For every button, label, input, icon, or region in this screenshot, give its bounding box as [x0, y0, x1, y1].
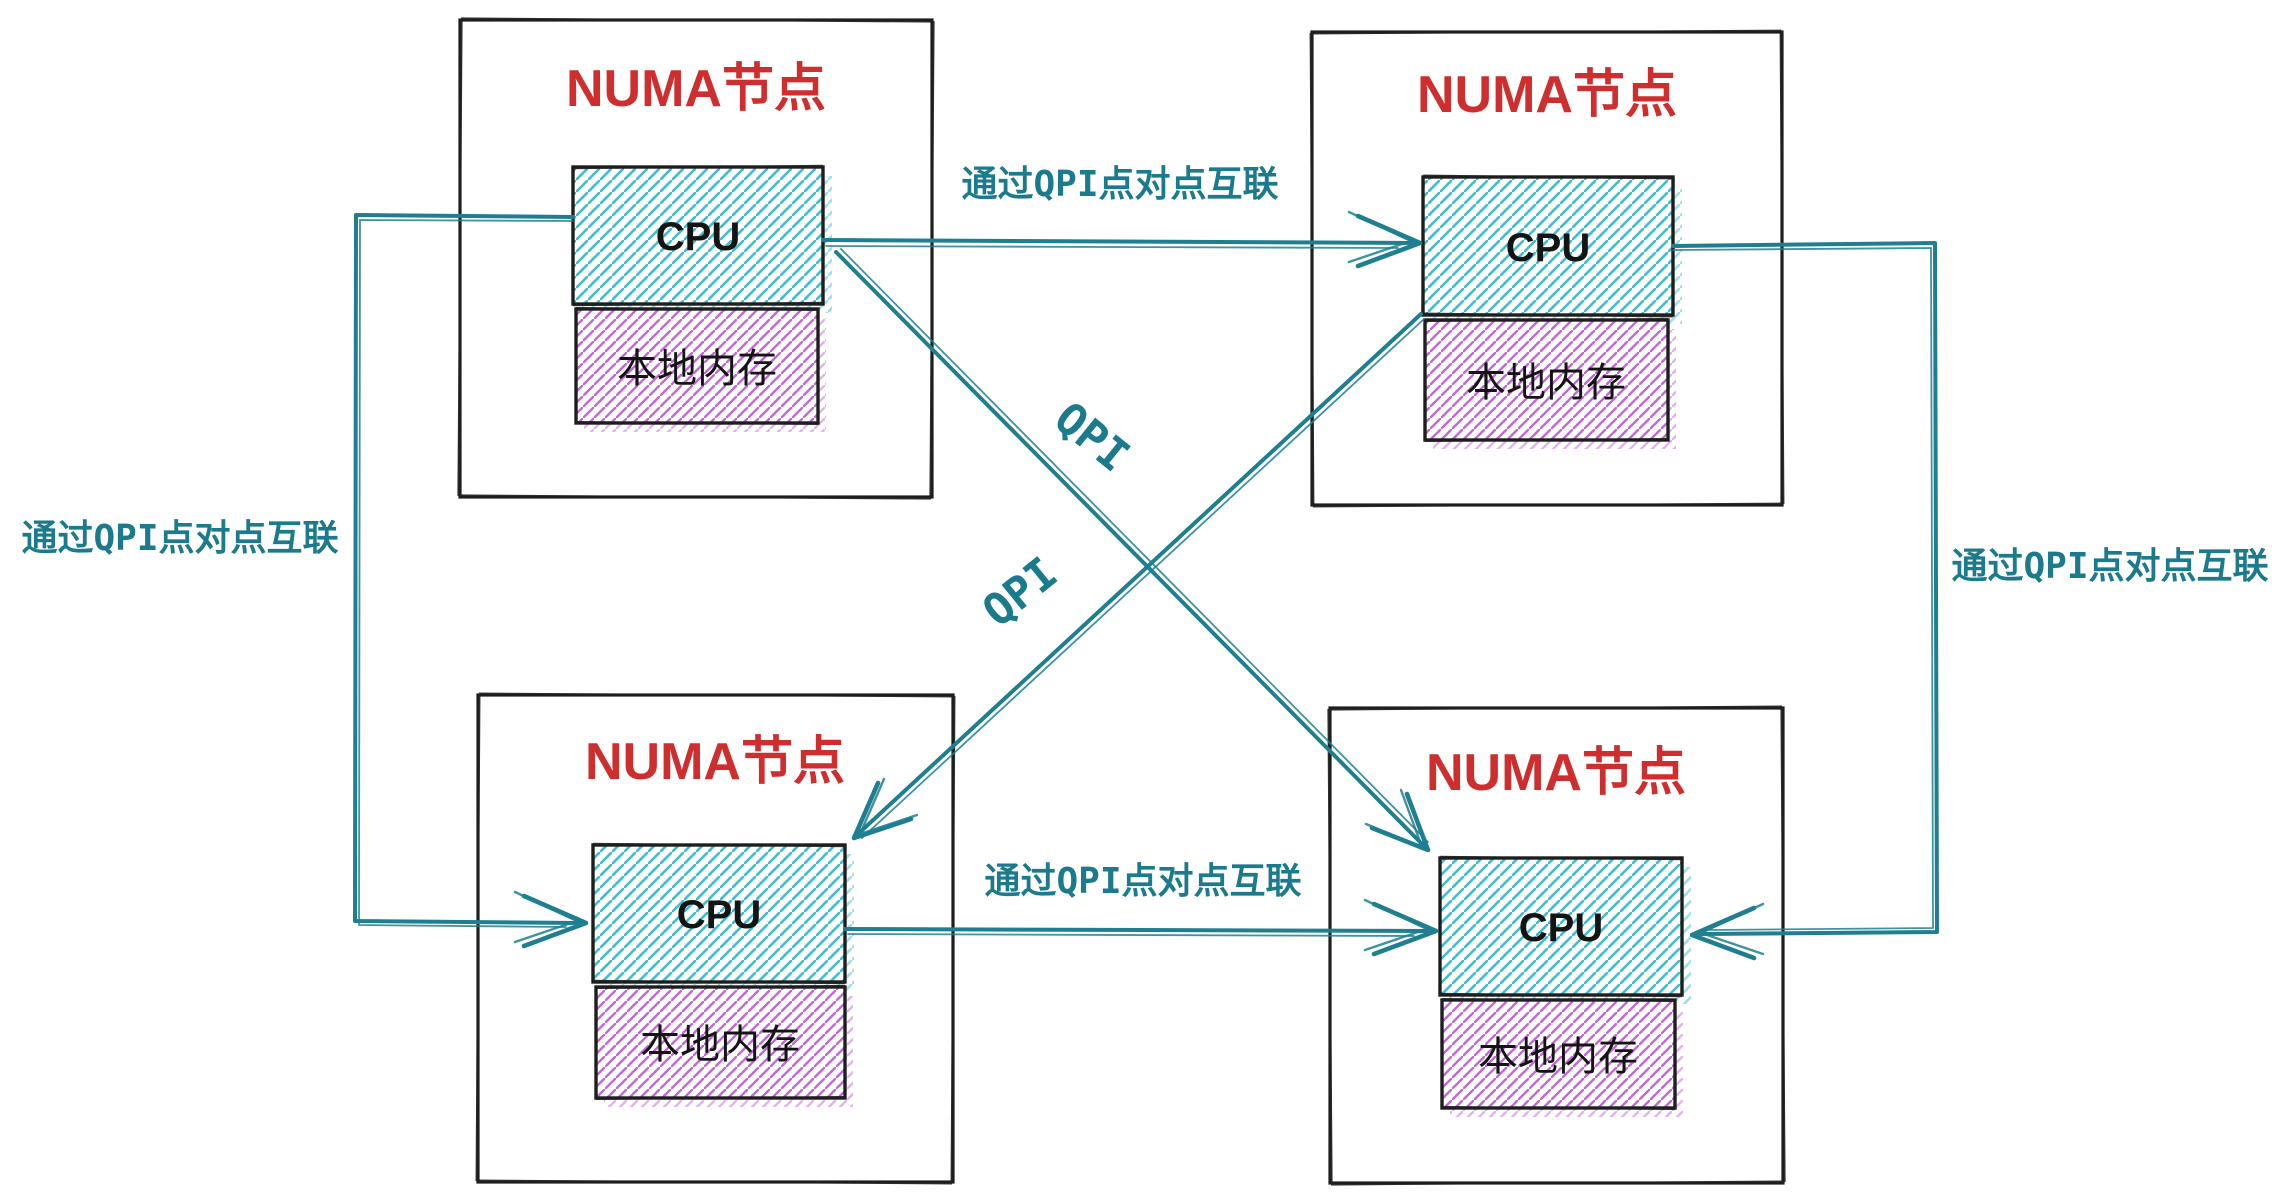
- link-line: [834, 250, 1426, 848]
- node-title: NUMA节点: [566, 60, 826, 118]
- numa-node-bottom-left: NUMA节点 CPU 本地内存: [475, 692, 956, 1185]
- arrowhead-sketch: [1363, 898, 1431, 952]
- node-box-sketch: [457, 17, 935, 500]
- qpi-link-left: 通过QPI点对点互联: [21, 213, 589, 949]
- qpi-link-bottom: 通过QPI点对点互联: [843, 861, 1439, 957]
- qpi-link-right: 通过QPI点对点互联: [1671, 241, 2269, 961]
- node-box-sketch: [475, 692, 956, 1185]
- qpi-link-diagonal-tr-bl: QPI: [851, 312, 1425, 841]
- numa-node-top-right: NUMA节点 CPU 本地内存: [1309, 29, 1785, 508]
- cpu-label: CPU: [1519, 906, 1603, 950]
- memory-label: 本地内存: [1466, 361, 1626, 405]
- numa-node-bottom-right: NUMA节点 CPU 本地内存: [1327, 705, 1786, 1186]
- qpi-label-lower-diagonal: QPI: [973, 548, 1067, 638]
- node-title: NUMA节点: [585, 733, 845, 791]
- node-box-sketch: [1309, 29, 1785, 508]
- link-line: [843, 927, 1430, 933]
- arrowhead-sketch: [1347, 210, 1415, 264]
- arrowhead-sketch: [513, 890, 581, 944]
- memory-label: 本地内存: [617, 347, 777, 391]
- cpu-label: CPU: [677, 893, 761, 937]
- link-line: [856, 312, 1423, 836]
- link-line-sketch: [840, 248, 1429, 843]
- arrowhead-sketch: [1697, 902, 1765, 956]
- cpu-label: CPU: [656, 215, 740, 259]
- node-title: NUMA节点: [1426, 744, 1686, 802]
- link-line-sketch: [861, 318, 1425, 839]
- cpu-box-sketch: [591, 842, 847, 985]
- link-line-sketch: [358, 219, 574, 928]
- numa-node-top-left: NUMA节点 CPU 本地内存: [457, 17, 935, 500]
- arrowhead: [851, 780, 914, 841]
- memory-box-sketch: [594, 984, 847, 1101]
- link-line: [1671, 241, 1939, 936]
- cpu-box-sketch: [571, 164, 825, 307]
- cpu-label: CPU: [1506, 226, 1590, 270]
- memory-box-sketch: [1440, 998, 1677, 1110]
- cpu-box: [591, 843, 847, 984]
- memory-box-sketch: [574, 306, 820, 426]
- qpi-link-label-top: 通过QPI点对点互联: [961, 164, 1278, 205]
- qpi-link-top: 通过QPI点对点互联: [821, 164, 1423, 269]
- arrowhead-sketch: [857, 777, 919, 836]
- node-box-sketch: [1327, 705, 1786, 1186]
- link-line: [821, 238, 1414, 245]
- link-line: [353, 213, 580, 925]
- arrowhead-sketch: [1364, 788, 1425, 850]
- memory-label: 本地内存: [640, 1023, 800, 1067]
- link-line-sketch: [825, 245, 1399, 249]
- memory-box-sketch: [1423, 317, 1670, 443]
- qpi-link-label-left: 通过QPI点对点互联: [21, 518, 338, 559]
- link-line-sketch: [847, 933, 1415, 937]
- node-title: NUMA节点: [1417, 66, 1677, 124]
- cpu-box-sketch: [1438, 855, 1684, 998]
- qpi-link-label-right: 通过QPI点对点互联: [1951, 546, 2268, 587]
- qpi-link-label-bottom: 通过QPI点对点互联: [984, 861, 1301, 902]
- memory-label: 本地内存: [1478, 1035, 1638, 1079]
- link-line-sketch: [1672, 247, 1934, 931]
